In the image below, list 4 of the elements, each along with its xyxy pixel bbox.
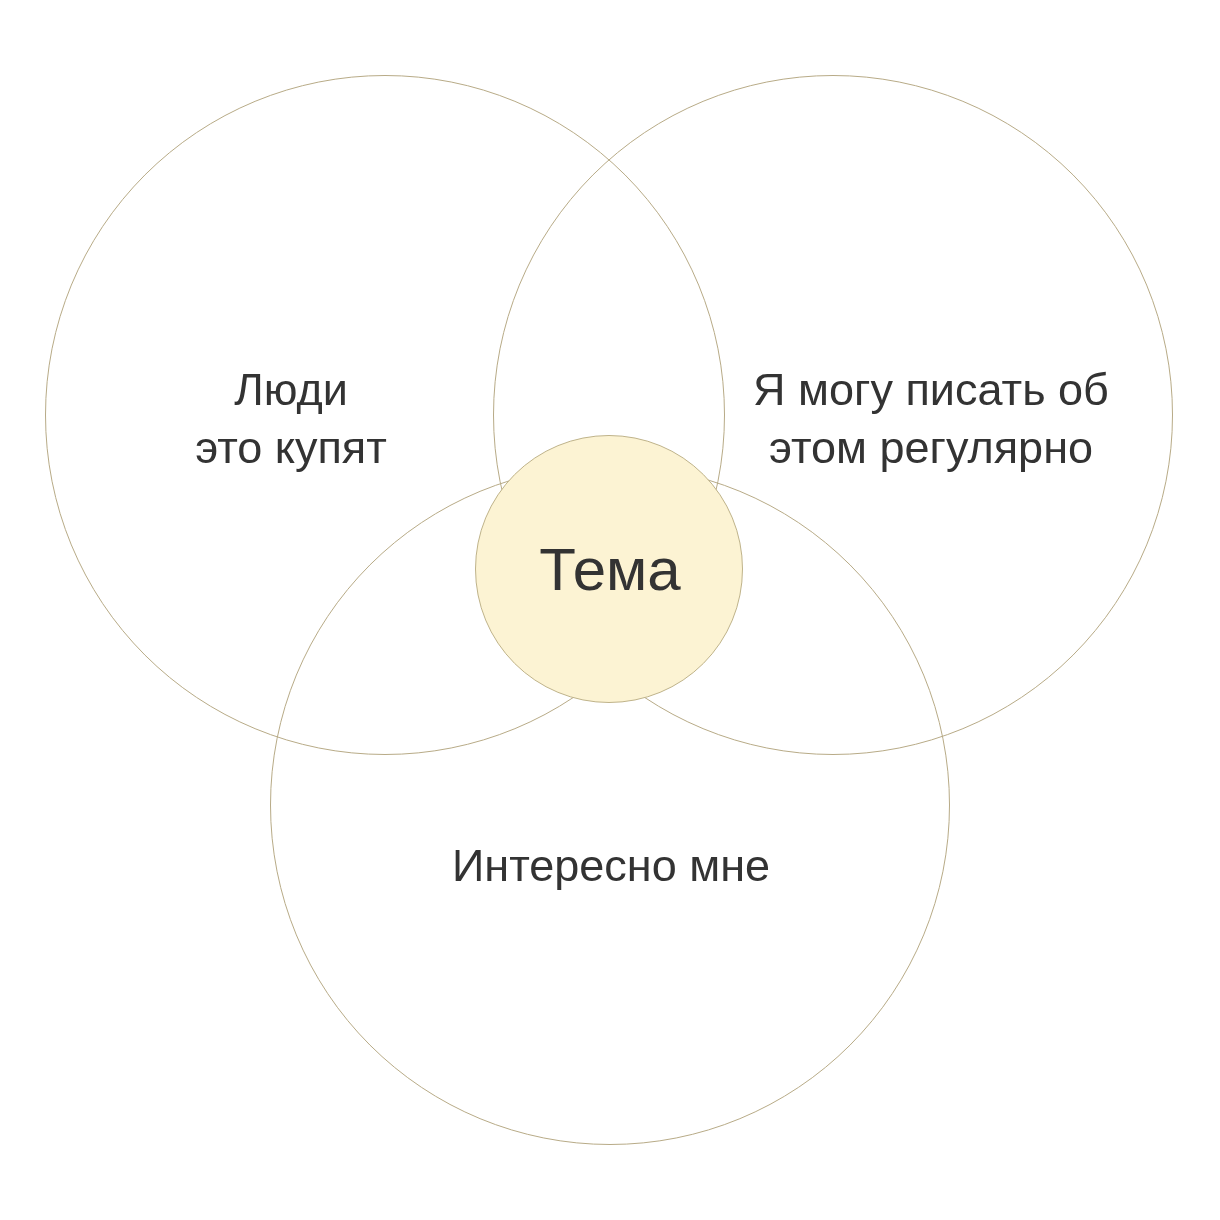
- circle-label: Интересно мне: [450, 839, 772, 893]
- circle-label: Люди это купят: [194, 363, 388, 475]
- circle-label: Я могу писать об этом регулярно: [752, 363, 1110, 475]
- center-label: Тема: [538, 535, 682, 605]
